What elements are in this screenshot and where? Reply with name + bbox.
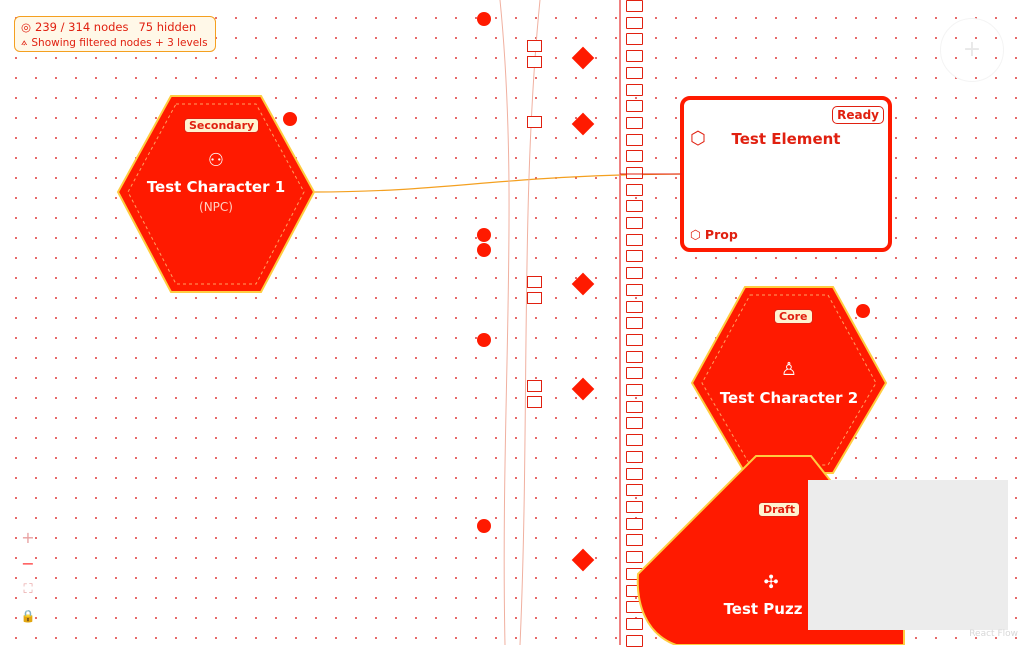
collapsed-node[interactable] bbox=[626, 0, 643, 12]
node-dot[interactable] bbox=[477, 228, 491, 242]
edge-bundle bbox=[499, 0, 541, 645]
collapsed-node[interactable] bbox=[626, 334, 643, 346]
node-count: 239 / 314 nodes bbox=[35, 20, 129, 34]
collapsed-node[interactable] bbox=[527, 380, 542, 392]
filter-row: ⟑ Showing filtered nodes + 3 levels bbox=[21, 36, 208, 49]
collapsed-node[interactable] bbox=[626, 401, 643, 413]
collapsed-node[interactable] bbox=[626, 134, 643, 146]
collapsed-node[interactable] bbox=[626, 284, 643, 296]
collapsed-node[interactable] bbox=[527, 40, 542, 52]
collapsed-node[interactable] bbox=[626, 67, 643, 79]
edge-character1-element bbox=[313, 173, 683, 193]
collapsed-node[interactable] bbox=[626, 501, 643, 513]
zoom-out-button[interactable]: − bbox=[21, 554, 35, 573]
node-count-row: ◎ 239 / 314 nodes 75 hidden bbox=[21, 20, 196, 34]
node-dot[interactable] bbox=[477, 333, 491, 347]
lock-button[interactable]: 🔒 bbox=[20, 609, 36, 623]
collapsed-node[interactable] bbox=[626, 468, 643, 480]
collapsed-node[interactable] bbox=[527, 116, 542, 128]
collapsed-node[interactable] bbox=[626, 451, 643, 463]
minimap[interactable] bbox=[808, 480, 1008, 630]
collapsed-node[interactable] bbox=[626, 417, 643, 429]
fit-view-button[interactable]: ⛶ bbox=[23, 582, 33, 597]
collapsed-node[interactable] bbox=[626, 618, 643, 630]
puzzle-name: Test Puzz bbox=[723, 600, 803, 618]
characters-icon: ⚇ bbox=[207, 150, 225, 171]
zoom-in-button[interactable]: + bbox=[21, 528, 35, 547]
node-handle[interactable] bbox=[856, 304, 870, 318]
collapsed-node[interactable] bbox=[527, 276, 542, 288]
collapsed-node[interactable] bbox=[626, 117, 643, 129]
collapsed-node[interactable] bbox=[626, 50, 643, 62]
collapsed-node[interactable] bbox=[626, 217, 643, 229]
collapsed-node[interactable] bbox=[626, 234, 643, 246]
collapsed-node[interactable] bbox=[626, 250, 643, 262]
user-icon: ♙ bbox=[780, 359, 798, 380]
element-type: ⬡ Prop bbox=[690, 227, 738, 242]
filter-text: Showing filtered nodes + 3 levels bbox=[31, 36, 208, 49]
collapsed-node[interactable] bbox=[626, 367, 643, 379]
collapsed-node[interactable] bbox=[527, 56, 542, 68]
puzzle-icon: ✣ bbox=[763, 572, 779, 593]
collapsed-node[interactable] bbox=[626, 518, 643, 530]
collapsed-node[interactable] bbox=[626, 17, 643, 29]
role-badge: Secondary bbox=[184, 118, 260, 133]
graph-status-panel: ◎ 239 / 314 nodes 75 hidden ⟑ Showing fi… bbox=[14, 16, 216, 52]
collapsed-node[interactable] bbox=[626, 384, 643, 396]
status-badge: Draft bbox=[758, 502, 801, 517]
collapsed-node[interactable] bbox=[626, 184, 643, 196]
filter-icon: ⟑ bbox=[21, 36, 28, 48]
group-divider bbox=[619, 0, 621, 645]
collapsed-node[interactable] bbox=[626, 534, 643, 546]
collapsed-node[interactable] bbox=[626, 267, 643, 279]
attribution[interactable]: React Flow bbox=[969, 629, 1018, 639]
collapsed-node[interactable] bbox=[626, 100, 643, 112]
package-icon: ⬡ bbox=[690, 128, 706, 149]
element-name: Test Element bbox=[731, 130, 841, 148]
node-dot[interactable] bbox=[477, 243, 491, 257]
character-node-2[interactable]: Core ♙ Test Character 2 bbox=[690, 285, 888, 475]
character-role: (NPC) bbox=[199, 200, 233, 214]
collapsed-node[interactable] bbox=[527, 396, 542, 408]
collapsed-node[interactable] bbox=[626, 167, 643, 179]
character-name: Test Character 2 bbox=[719, 389, 859, 407]
add-node-button[interactable]: + bbox=[940, 18, 1004, 82]
character-name: Test Character 1 bbox=[146, 178, 286, 196]
character-node-1[interactable]: Secondary ⚇ Test Character 1 (NPC) bbox=[116, 94, 316, 294]
node-dot[interactable] bbox=[477, 12, 491, 26]
collapsed-node[interactable] bbox=[626, 484, 643, 496]
collapsed-node[interactable] bbox=[527, 292, 542, 304]
collapsed-node[interactable] bbox=[626, 317, 643, 329]
nodes-icon: ◎ bbox=[21, 20, 32, 34]
collapsed-node[interactable] bbox=[626, 351, 643, 363]
edge-element-divider bbox=[620, 173, 682, 175]
status-badge: Ready bbox=[832, 106, 884, 124]
collapsed-node[interactable] bbox=[626, 84, 643, 96]
hidden-count: 75 hidden bbox=[138, 20, 197, 34]
collapsed-node[interactable] bbox=[626, 434, 643, 446]
node-dot[interactable] bbox=[477, 519, 491, 533]
node-handle[interactable] bbox=[283, 112, 297, 126]
element-node[interactable]: Ready ⬡ Test Element ⬡ Prop bbox=[680, 96, 892, 252]
collapsed-node[interactable] bbox=[626, 33, 643, 45]
hex-shape bbox=[690, 286, 888, 474]
collapsed-node[interactable] bbox=[626, 200, 643, 212]
role-badge: Core bbox=[774, 309, 813, 324]
hex-shape bbox=[116, 95, 316, 293]
prop-icon: ⬡ bbox=[690, 227, 701, 242]
collapsed-node[interactable] bbox=[626, 551, 643, 563]
collapsed-node[interactable] bbox=[626, 150, 643, 162]
element-type-label: Prop bbox=[704, 227, 738, 242]
collapsed-node[interactable] bbox=[626, 301, 643, 313]
